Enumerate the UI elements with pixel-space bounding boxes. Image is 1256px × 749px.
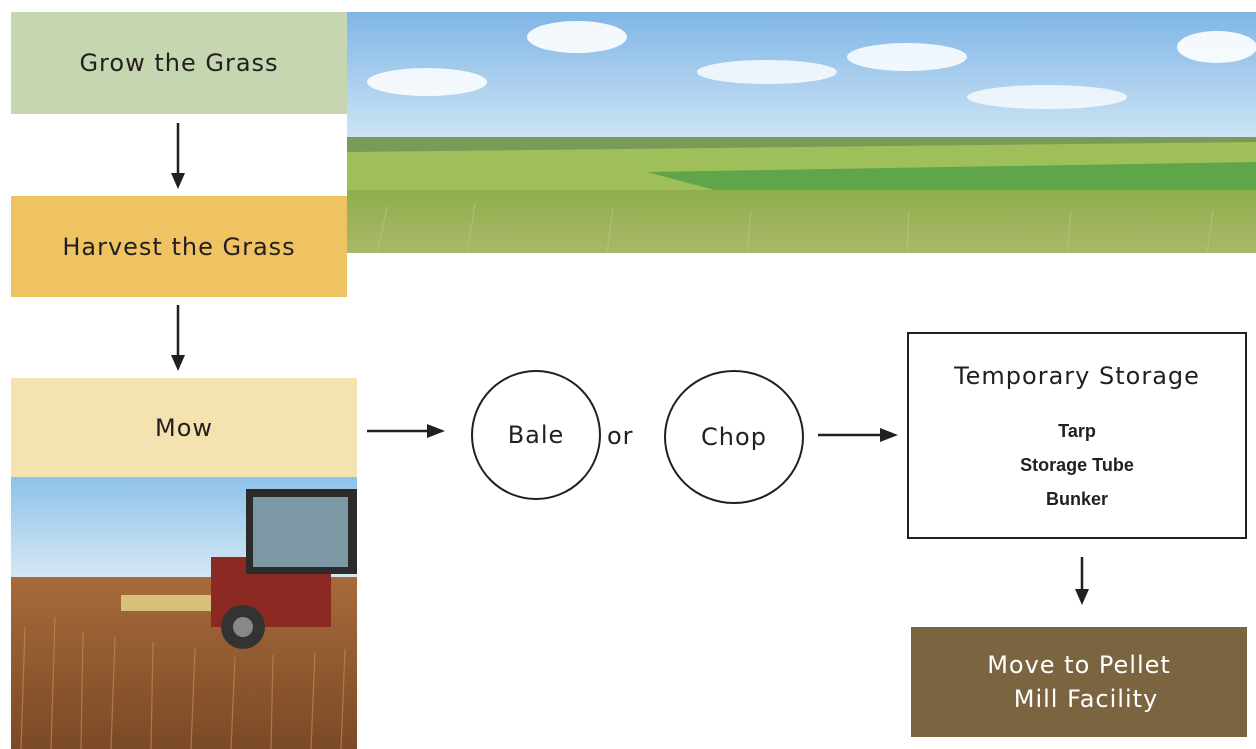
harvest-grass-box: Harvest the Grass xyxy=(11,196,347,297)
prairie-landscape-photo xyxy=(347,12,1256,253)
storage-title: Temporary Storage xyxy=(954,362,1200,390)
arrow-down-1 xyxy=(168,123,188,189)
storage-option-bunker: Bunker xyxy=(1045,489,1108,509)
storage-option-tarp: Tarp xyxy=(1058,421,1096,441)
grow-grass-box: Grow the Grass xyxy=(11,12,347,114)
mow-label: Mow xyxy=(154,413,214,442)
final-line-2: Mill Facility xyxy=(1013,685,1159,713)
grow-grass-label: Grow the Grass xyxy=(79,49,279,77)
arrow-down-2 xyxy=(168,305,188,371)
temporary-storage-box: Temporary Storage Tarp Storage Tube Bunk… xyxy=(907,332,1247,539)
arrow-right-2 xyxy=(818,425,898,445)
final-line-1: Move to Pellet xyxy=(987,651,1171,679)
bale-label: Bale xyxy=(507,421,565,449)
mow-box: Mow xyxy=(11,378,357,477)
bale-option: Bale xyxy=(471,370,601,500)
mowing-tractor-photo xyxy=(11,477,357,749)
storage-options-list: Tarp Storage Tube Bunker xyxy=(909,414,1245,516)
arrow-down-3 xyxy=(1072,557,1092,605)
move-to-pellet-mill-box: Move to Pellet Mill Facility xyxy=(911,627,1247,737)
storage-option-tube: Storage Tube xyxy=(1020,455,1134,475)
chop-label: Chop xyxy=(701,423,767,451)
or-connector: or xyxy=(607,422,634,450)
chop-option: Chop xyxy=(664,370,804,504)
arrow-right-1 xyxy=(367,421,445,441)
harvest-grass-label: Harvest the Grass xyxy=(62,232,296,261)
